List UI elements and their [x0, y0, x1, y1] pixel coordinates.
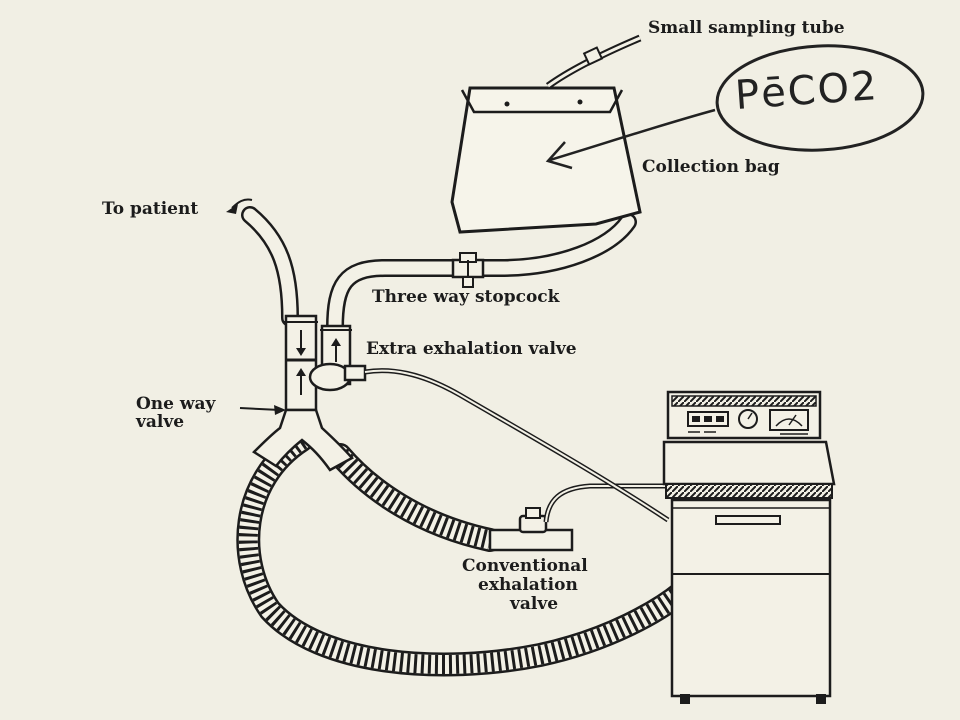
corrugated-tube-long: [236, 428, 694, 677]
ventilator: [662, 390, 836, 704]
to-patient-arrow: [231, 198, 253, 209]
one-way-valve-label-line2: valve: [136, 412, 185, 432]
extra-exhalation-valve-label: Extra exhalation valve: [366, 339, 577, 359]
ventilator-cabinet: [670, 498, 832, 698]
bag-tube: [326, 213, 637, 337]
three-way-stopcock: [451, 252, 485, 288]
to-patient-label: To patient: [102, 199, 199, 219]
conventional-valve-label-line3: valve: [510, 594, 559, 614]
valve-assembly: [252, 314, 670, 523]
conventional-exhalation-valve: [488, 483, 668, 552]
collection-bag: [450, 86, 642, 234]
gauge-icon: [769, 409, 809, 431]
one-way-valve-arrowhead: [274, 405, 286, 415]
handwritten-arrowhead: [545, 141, 573, 170]
three-way-stopcock-label: Three way stopcock: [372, 287, 560, 307]
cabinet-handle: [715, 515, 781, 525]
conventional-valve-label-line2: exhalation: [478, 575, 578, 595]
patient-tube: [241, 206, 299, 327]
sampling-tube: [545, 34, 642, 89]
handwritten-arrow: [549, 108, 716, 162]
corrugated-tube-short: [328, 443, 502, 552]
sampling-tube-label: Small sampling tube: [648, 18, 845, 38]
one-way-valve-label-line1: One way: [136, 394, 216, 414]
conventional-valve-label-line1: Conventional: [462, 556, 588, 576]
one-way-valve-pointer: [239, 407, 281, 411]
collection-bag-label: Collection bag: [642, 157, 780, 177]
handwritten-circle: [715, 44, 925, 152]
to-patient-arrowhead: [226, 204, 238, 214]
